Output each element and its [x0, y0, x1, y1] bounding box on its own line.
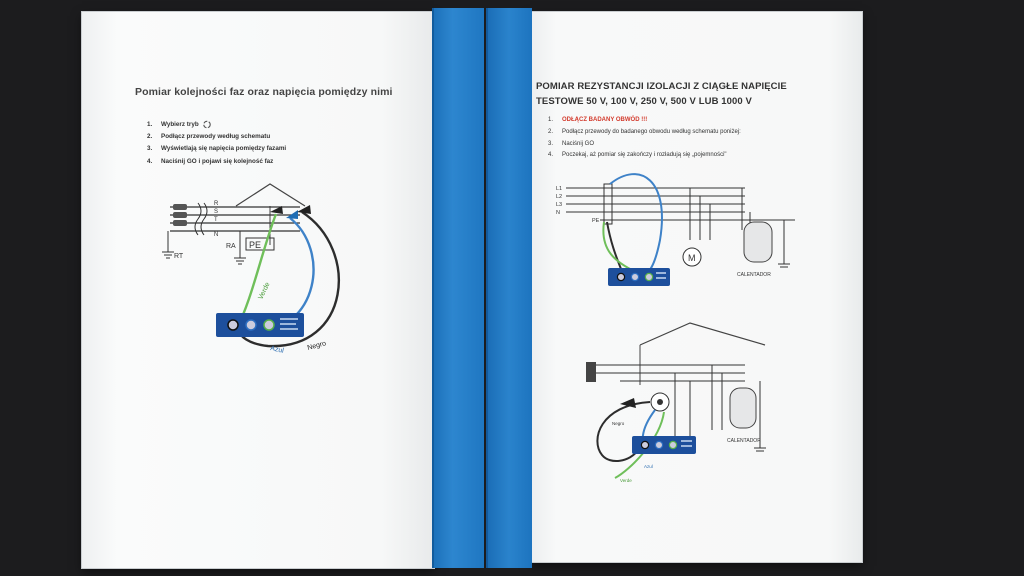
right-step-1: 1.ODŁĄCZ BADANY OBWÓD !!!	[548, 117, 648, 123]
water-heater-icon	[729, 387, 757, 429]
lead-label-green: Verde	[620, 478, 632, 483]
blue-tape-right	[486, 8, 532, 568]
house-roof	[235, 183, 306, 207]
clip-icon	[297, 205, 311, 214]
meter-panel	[608, 268, 670, 286]
ra-label: RA	[226, 243, 236, 250]
right-instruction-sheet	[530, 12, 862, 562]
blue-tape-left	[432, 8, 484, 568]
left-sheet-title: Pomiar kolejności faz oraz napięcia pomi…	[135, 86, 393, 98]
rotate-icon	[203, 120, 212, 129]
load-drops	[689, 188, 751, 240]
right-step-3: 3.Naciśnij GO	[548, 140, 595, 147]
clip-icon	[620, 398, 636, 408]
svg-text:N: N	[214, 232, 218, 238]
svg-text:T: T	[214, 217, 218, 223]
black-lead	[236, 210, 340, 348]
heater-label-top: CALENTADOR	[737, 272, 771, 278]
svg-text:L2: L2	[556, 194, 562, 200]
clip-icon	[286, 210, 298, 219]
svg-text:PE: PE	[592, 218, 600, 224]
ground-icon	[162, 251, 174, 259]
lead-label-black: Negro	[307, 340, 327, 352]
svg-text:R: R	[214, 201, 219, 207]
svg-text:S: S	[214, 209, 218, 215]
ground-icon	[754, 381, 766, 452]
bus-labels: L1 L2 L3 N PE	[556, 186, 600, 224]
motor-icon	[682, 247, 702, 267]
clip-icon	[270, 206, 283, 214]
svg-text:N: N	[556, 210, 560, 216]
left-step-3: 3.Wyświetlają się napięcia pomiędzy faza…	[147, 145, 287, 152]
pe-box	[245, 237, 275, 251]
lead-label-black: Negro	[612, 421, 625, 426]
right-step-2: 2.Podłącz przewody do badanego obwodu we…	[548, 128, 741, 135]
meter-panel	[632, 436, 696, 454]
rt-label: RT	[174, 253, 184, 260]
bus-labels: R S T N	[214, 201, 219, 238]
source-coils	[173, 204, 187, 226]
meter-panel	[216, 313, 304, 337]
transformer-icon	[586, 362, 596, 382]
left-step-4: 4.Naciśnij GO i pojawi się kolejność faz	[147, 157, 274, 165]
lead-label-blue: Azul	[270, 345, 285, 355]
bus-lines	[566, 187, 795, 221]
left-step-1: 1.Wybierz tryb	[147, 120, 286, 133]
ground-icon	[234, 257, 246, 265]
right-sheet-title: POMIAR REZYSTANCJI IZOLACJI Z CIĄGŁE NAP…	[536, 81, 787, 107]
blue-lead	[609, 173, 663, 273]
heater-label-bottom: CALENTADOR	[727, 438, 761, 444]
left-instruction-sheet	[82, 12, 434, 568]
bus-lines	[588, 364, 745, 440]
water-heater-icon	[743, 221, 773, 263]
left-steps-list: 1.Wybierz tryb 2.Podłącz przewody według…	[147, 120, 286, 170]
motor-label: M	[688, 253, 696, 263]
right-step-4: 4.Poczekaj, aż pomiar się zakończy i roz…	[548, 152, 727, 159]
black-lead	[596, 401, 651, 462]
ground-icon	[778, 220, 790, 268]
cable-break	[194, 202, 202, 236]
bus-lines	[170, 206, 300, 232]
house-roof	[639, 322, 766, 346]
right-steps-list: 1.ODŁĄCZ BADANY OBWÓD !!! 2.Podłącz prze…	[548, 117, 741, 164]
svg-text:L1: L1	[556, 186, 562, 192]
left-step-2: 2.Podłącz przewody według schematu	[147, 132, 271, 140]
svg-text:L3: L3	[556, 202, 562, 208]
lead-label-blue: Azul	[644, 464, 653, 469]
pe-label: PE	[249, 240, 261, 250]
